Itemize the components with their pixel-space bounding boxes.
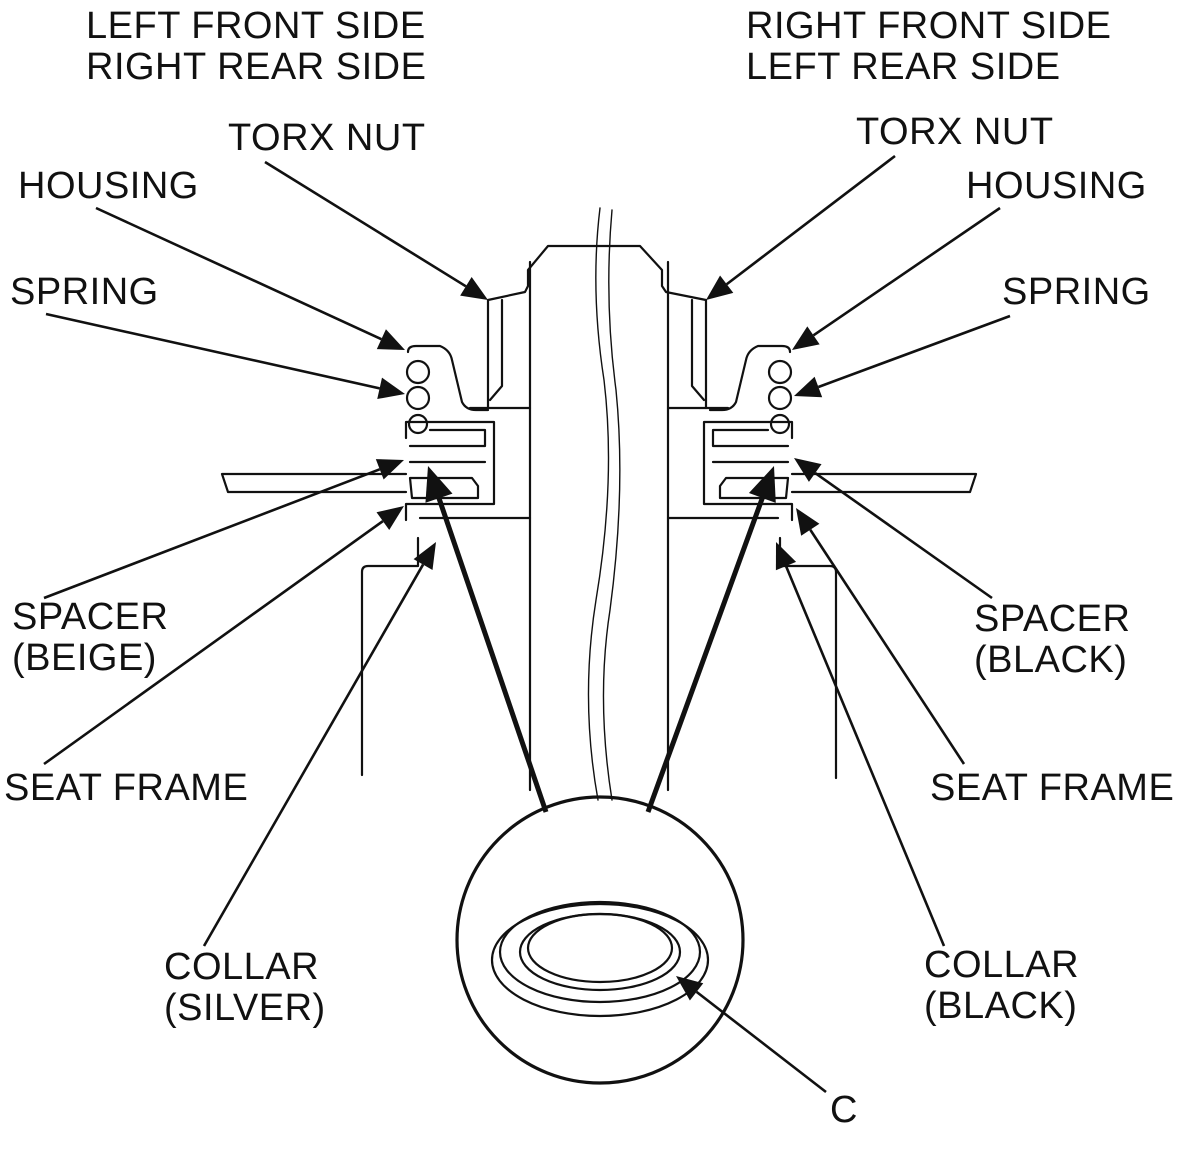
- header-right-line2: LEFT REAR SIDE: [746, 46, 1061, 88]
- label-spring-right: SPRING: [1002, 271, 1151, 313]
- label-spacer-right-line1: SPACER: [974, 598, 1131, 640]
- label-collar-right: COLLAR (BLACK): [924, 945, 1079, 1027]
- leader-spacer-left: [43, 459, 404, 600]
- leader-collar-left: [202, 542, 436, 947]
- label-spacer-left-line2: (BEIGE): [12, 637, 157, 679]
- header-right: RIGHT FRONT SIDE LEFT REAR SIDE: [746, 6, 1112, 88]
- seat-frame-shape: [360, 536, 420, 777]
- label-callout-c: C: [830, 1089, 858, 1131]
- detail-circle: [455, 795, 745, 1085]
- leader-seat-frame-right: [796, 508, 966, 765]
- label-seat-frame-left: SEAT FRAME: [4, 767, 249, 809]
- header-left-line2: RIGHT REAR SIDE: [86, 46, 427, 88]
- seat-frame-plate: [220, 472, 408, 494]
- leader-housing-left: [95, 206, 405, 350]
- label-collar-right-line1: COLLAR: [924, 944, 1080, 986]
- label-housing-left: HOUSING: [18, 165, 199, 207]
- leader-spacer-right: [794, 458, 993, 600]
- label-torx-nut-left: TORX NUT: [228, 117, 426, 159]
- label-collar-left: COLLAR (SILVER): [164, 947, 326, 1029]
- header-right-line1: RIGHT FRONT SIDE: [746, 5, 1112, 47]
- pointer-detail-left: [425, 466, 549, 813]
- leader-torx-nut-left: [264, 160, 488, 300]
- label-spring-left: SPRING: [10, 271, 159, 313]
- housing-sheet-left: [406, 344, 490, 412]
- torx-nut-shape: [486, 244, 708, 410]
- leader-spring-left: [45, 312, 405, 400]
- label-seat-frame-right: SEAT FRAME: [930, 767, 1175, 809]
- label-collar-right-line2: (BLACK): [924, 985, 1078, 1027]
- collar-left-shape: [408, 476, 480, 500]
- pointer-detail-right: [645, 466, 776, 813]
- leader-housing-right: [792, 206, 1001, 350]
- leader-torx-nut-right: [706, 154, 896, 300]
- label-torx-nut-right: TORX NUT: [856, 111, 1054, 153]
- header-left: LEFT FRONT SIDE RIGHT REAR SIDE: [86, 6, 426, 88]
- label-spacer-right-line2: (BLACK): [974, 639, 1128, 681]
- label-spacer-right: SPACER (BLACK): [974, 599, 1130, 681]
- leader-spring-right: [794, 314, 1011, 398]
- collar-c-ring-outer: [490, 902, 710, 1018]
- spacer-left-shape: [408, 428, 487, 464]
- label-housing-right: HOUSING: [966, 165, 1147, 207]
- label-spacer-left-line1: SPACER: [12, 596, 169, 638]
- leader-seat-frame-left: [43, 506, 404, 766]
- housing-block-left: [418, 406, 532, 520]
- stud-shape: [528, 260, 670, 410]
- leader-lines: [43, 154, 1011, 1094]
- label-spacer-left: SPACER (BEIGE): [12, 597, 168, 679]
- leader-collar-right: [775, 542, 946, 947]
- label-collar-left-line1: COLLAR: [164, 946, 320, 988]
- header-left-line1: LEFT FRONT SIDE: [86, 5, 426, 47]
- leader-callout-c: [676, 976, 827, 1094]
- label-collar-left-line2: (SILVER): [164, 987, 326, 1029]
